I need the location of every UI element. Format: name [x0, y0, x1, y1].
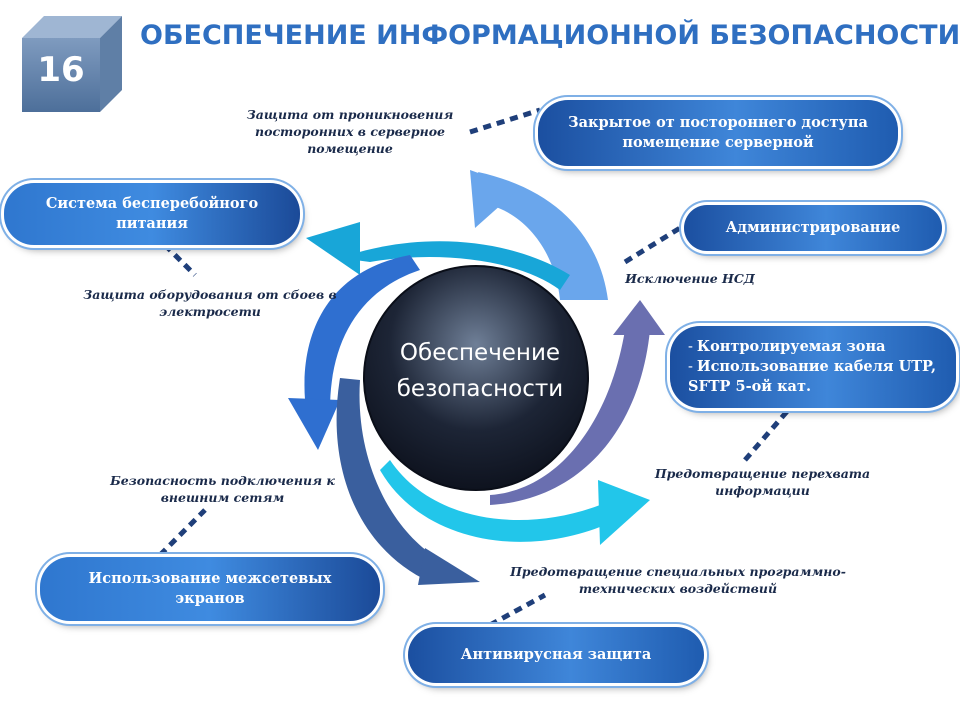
measure-ups: Система бесперебойного питания: [4, 183, 300, 245]
connector-ups: [153, 233, 197, 277]
zone-list: -Контролируемая зона -Использование кабе…: [688, 337, 938, 397]
note-external: Безопасность подключения к внешним сетям: [110, 473, 335, 505]
slide-number-cube: [22, 16, 122, 112]
note-power: Защита оборудования от сбоев в электросе…: [83, 287, 337, 319]
note-interception: Предотвращение перехвата информации: [654, 466, 871, 498]
measure-firewall: Использование межсетевых экранов: [40, 557, 380, 621]
note-intrusion: Защита от проникновения посторонних в се…: [246, 107, 454, 156]
connector-antivirus: [488, 592, 547, 628]
measure-server-room: Закрытое от постороннего доступа помещен…: [538, 100, 898, 166]
center-label: Обеспечение безопасности: [375, 335, 585, 407]
arrow-left: [288, 255, 420, 450]
arrow-lower-left: [336, 378, 480, 585]
measure-controlled-zone: -Контролируемая зона -Использование кабе…: [670, 326, 956, 408]
note-software: Предотвращение специальных программно-те…: [510, 564, 846, 596]
connector-server-room: [469, 107, 541, 135]
note-nsd: Исключение НСД: [625, 271, 755, 286]
measure-admin: Администрирование: [684, 205, 942, 251]
arrow-bottom: [380, 460, 650, 545]
arrow-right: [490, 300, 665, 505]
connector-admin: [623, 225, 682, 265]
center-label-line2: безопасности: [396, 376, 564, 402]
measure-antivirus: Антивирусная защита: [408, 627, 704, 683]
page-title: ОБЕСПЕЧЕНИЕ ИНФОРМАЦИОННОЙ БЕЗОПАСНОСТИ: [140, 20, 960, 51]
zone-item: -Контролируемая зона: [688, 338, 886, 355]
center-hub: [363, 265, 589, 491]
dotted-connectors: [153, 107, 792, 628]
connector-zone: [743, 406, 792, 462]
arrow-top: [470, 170, 608, 300]
zone-item: -Использование кабеля UTP, SFTP 5-ой кат…: [688, 358, 937, 395]
center-label-line1: Обеспечение: [399, 340, 561, 366]
arrow-upper-left: [306, 222, 570, 290]
slide-number: 16: [37, 50, 85, 90]
connector-firewall: [158, 508, 207, 557]
